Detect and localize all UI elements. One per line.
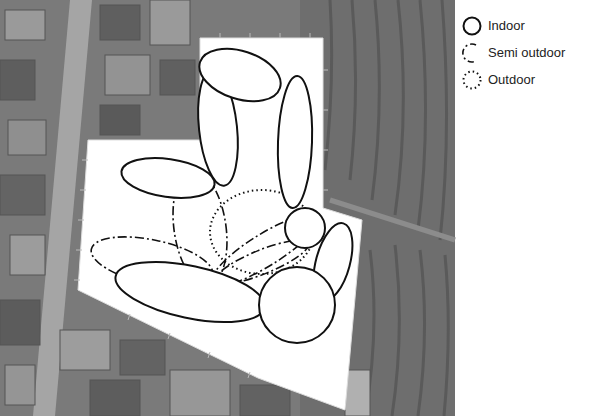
legend-sample <box>462 43 484 63</box>
legend-sample-shape <box>464 18 481 35</box>
site-plan <box>78 38 362 410</box>
legend-label: Indoor <box>488 17 525 35</box>
legend-sample-shape <box>463 44 476 62</box>
legend-sample-shape <box>464 72 481 89</box>
legend-label: Semi outdoor <box>488 44 565 62</box>
aerial-photo <box>0 0 455 416</box>
legend-label: Outdoor <box>488 71 535 89</box>
houses <box>0 0 370 416</box>
indoor-zones <box>110 39 360 343</box>
legend-sample <box>462 70 484 90</box>
legend-sample <box>462 16 484 36</box>
